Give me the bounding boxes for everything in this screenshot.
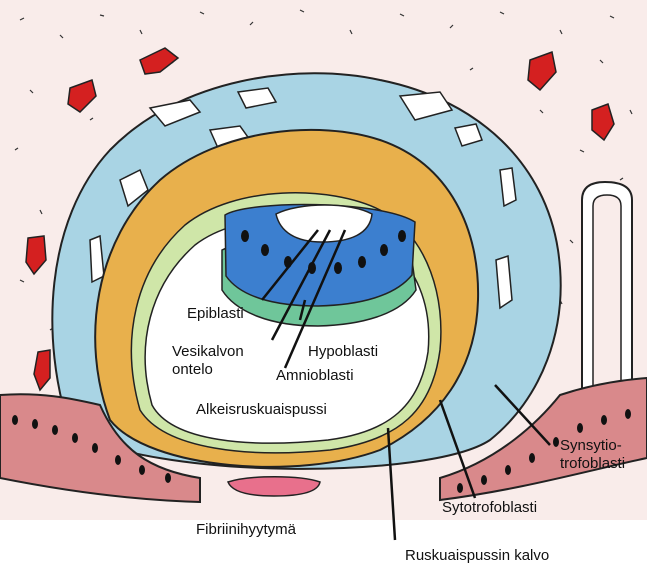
label-fibrin-clot: Fibriinihyytymä [196,521,297,538]
label-amnioblast: Amnioblasti [276,367,354,384]
uterine-gland-lumen [593,195,621,400]
label-cytotrophoblast: Sytotrofoblasti [442,499,537,516]
label-yolk-sac-membrane: Ruskuaispussin kalvo [405,547,549,564]
label-syncytio-1: Synsytio- [560,437,622,454]
page-margin [0,520,647,567]
label-yolk-sac: Alkeisruskuaispussi [196,401,327,418]
label-amniotic-cavity-1: Vesikalvon [172,343,244,360]
label-syncytio-2: trofoblasti [560,455,625,472]
label-hypoblast: Hypoblasti [308,343,378,360]
label-epiblast: Epiblasti [187,305,244,322]
label-amniotic-cavity-2: ontelo [172,361,213,378]
